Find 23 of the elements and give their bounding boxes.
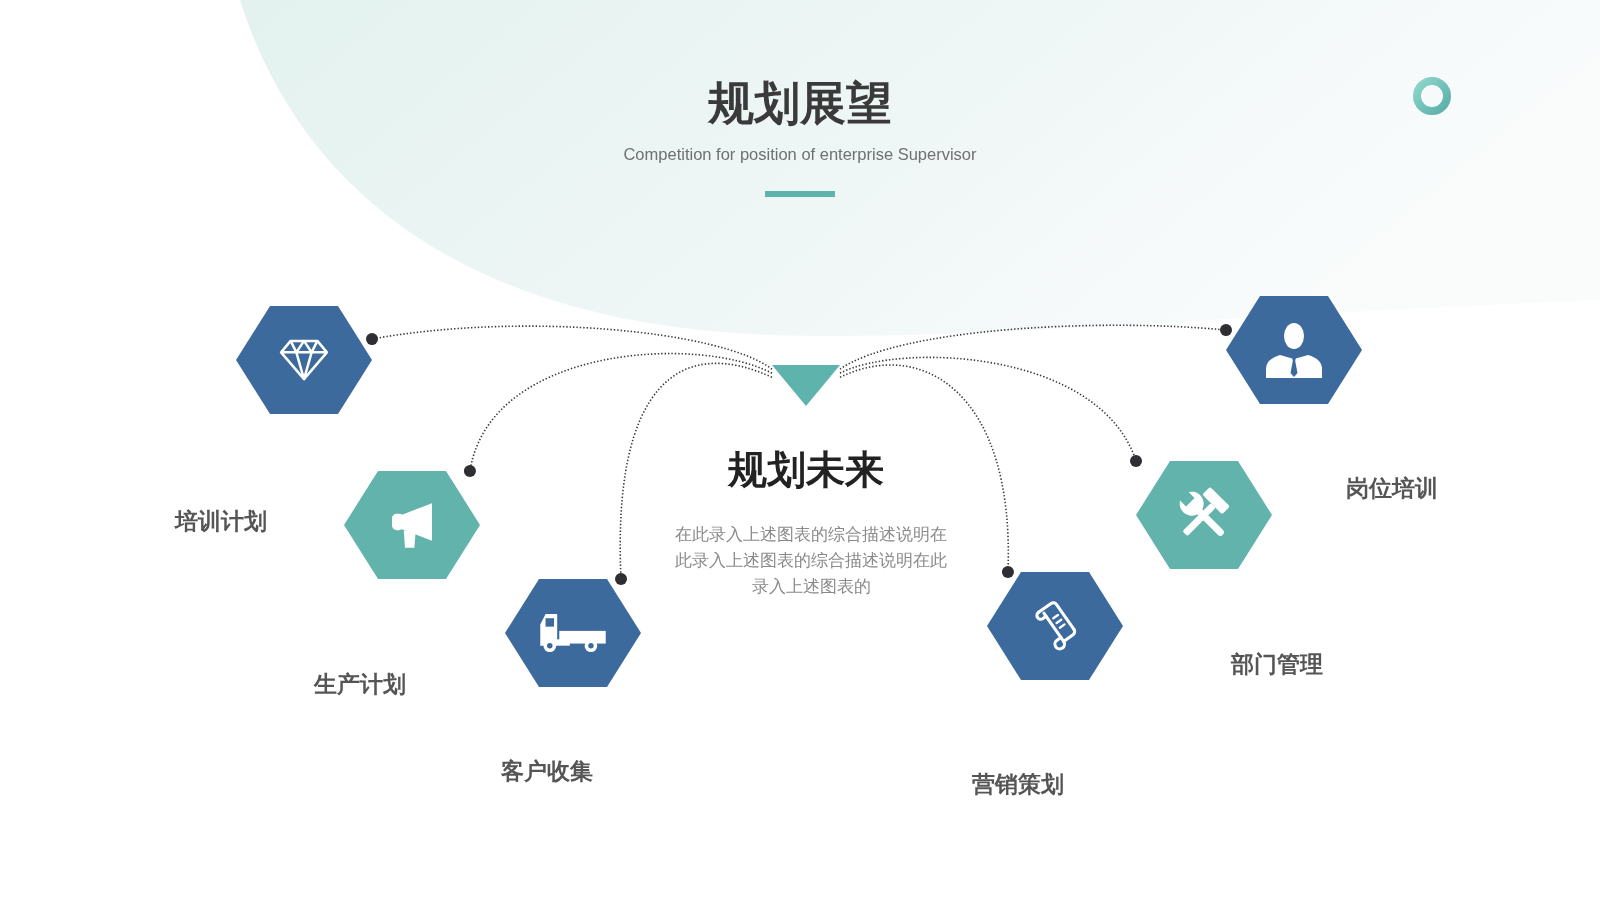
dotted-connector bbox=[839, 364, 1014, 578]
subtitle: Competition for position of enterprise Supervisor bbox=[623, 145, 977, 165]
item-label: 岗位培训 bbox=[1346, 475, 1438, 503]
hexagon-tile bbox=[1226, 296, 1362, 404]
dotted-connector bbox=[839, 356, 1142, 467]
dotted-connector bbox=[839, 324, 1232, 370]
dotted-connector bbox=[463, 352, 773, 477]
item-label: 培训计划 bbox=[175, 508, 267, 536]
dotted-connector bbox=[366, 325, 773, 370]
item-label: 生产计划 bbox=[314, 671, 406, 699]
hexagon-tile bbox=[344, 471, 480, 579]
dotted-connector bbox=[615, 362, 773, 585]
item-label: 部门管理 bbox=[1231, 651, 1323, 679]
hexagon-tile bbox=[987, 572, 1123, 680]
hexagon-tile bbox=[505, 579, 641, 687]
item-label: 营销策划 bbox=[972, 771, 1064, 799]
hexagon-tile bbox=[1136, 461, 1272, 569]
heading: 规划未来 bbox=[728, 446, 884, 494]
hexagon-tile bbox=[236, 306, 372, 414]
item-label: 客户收集 bbox=[501, 758, 593, 786]
description-text: 在此录入上述图表的综合描述说明在此录入上述图表的综合描述说明在此录入上述图表的 bbox=[675, 524, 947, 598]
down-triangle bbox=[772, 365, 840, 406]
title: 规划展望 bbox=[708, 76, 892, 132]
